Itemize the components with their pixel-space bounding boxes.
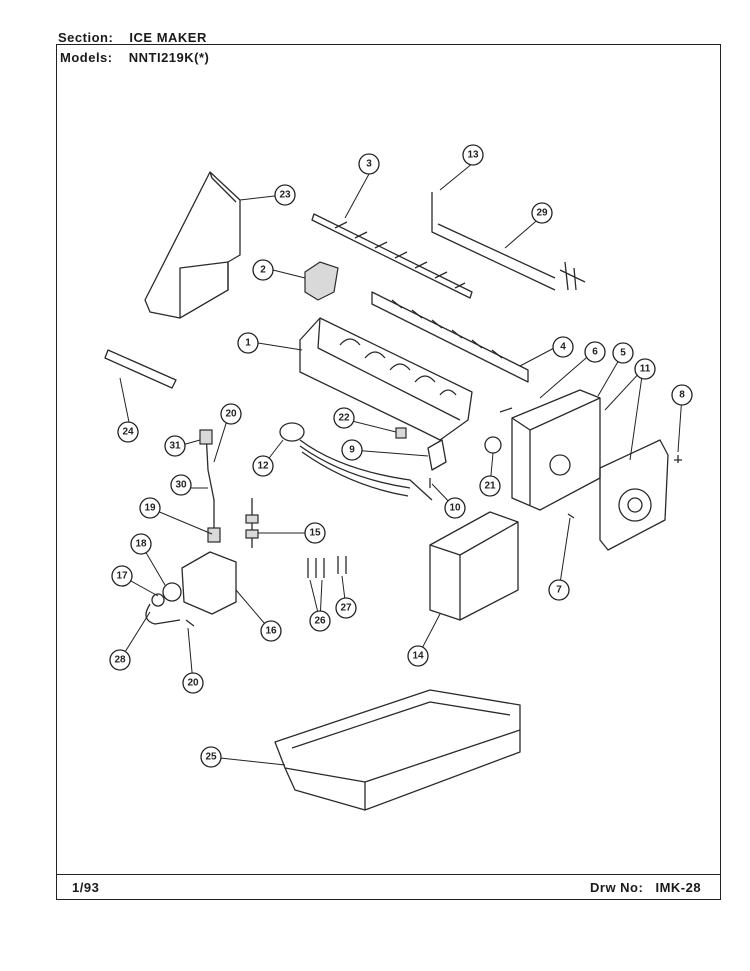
callout-8: 8 xyxy=(671,384,693,406)
svg-text:25: 25 xyxy=(205,752,217,763)
callout-3: 3 xyxy=(358,153,380,175)
svg-text:20: 20 xyxy=(187,678,199,689)
part-30-fill-tube xyxy=(199,429,221,543)
svg-text:29: 29 xyxy=(536,208,548,219)
callout-20-upper: 20 xyxy=(220,403,242,425)
part-14-cover-box xyxy=(429,511,519,621)
callout-group: 1 2 3 4 5 6 7 8 9 10 11 12 13 14 15 16 1… xyxy=(109,144,693,768)
section-label: Section: xyxy=(58,30,114,45)
callout-16: 16 xyxy=(260,620,282,642)
part-5-housing xyxy=(484,389,601,511)
drawing-number: IMK-28 xyxy=(655,880,702,895)
svg-text:2: 2 xyxy=(260,265,266,276)
svg-text:24: 24 xyxy=(122,427,134,438)
part-16-water-valve xyxy=(145,551,237,627)
callout-4: 4 xyxy=(552,336,574,358)
svg-text:15: 15 xyxy=(309,528,321,539)
callout-18: 18 xyxy=(130,533,152,555)
models-value: NNTI219K(*) xyxy=(128,50,210,65)
callout-23: 23 xyxy=(274,184,296,206)
callout-21: 21 xyxy=(479,475,501,497)
part-8-7-fasteners xyxy=(567,455,682,519)
section-header: Section: ICE MAKER xyxy=(58,30,207,45)
part-1-mold xyxy=(299,317,473,441)
svg-text:12: 12 xyxy=(257,461,269,472)
svg-text:1: 1 xyxy=(245,338,251,349)
svg-text:30: 30 xyxy=(175,480,187,491)
svg-text:16: 16 xyxy=(265,626,277,637)
callout-19: 19 xyxy=(139,497,161,519)
part-26-27-screws xyxy=(307,556,347,578)
footer-drawing: Drw No: IMK-28 xyxy=(590,880,701,895)
part-4-stripper xyxy=(371,291,529,383)
callout-10: 10 xyxy=(444,497,466,519)
svg-text:7: 7 xyxy=(556,585,562,596)
svg-text:3: 3 xyxy=(366,159,372,170)
svg-text:31: 31 xyxy=(169,441,181,452)
svg-text:10: 10 xyxy=(449,503,461,514)
part-23-shroud xyxy=(144,171,241,319)
svg-text:9: 9 xyxy=(349,445,355,456)
part-22-9-10-small-parts xyxy=(395,427,447,488)
callout-14: 14 xyxy=(407,645,429,667)
callout-30: 30 xyxy=(170,474,192,496)
callout-20-lower: 20 xyxy=(182,672,204,694)
section-value: ICE MAKER xyxy=(129,30,207,45)
svg-text:18: 18 xyxy=(135,539,147,550)
callout-12: 12 xyxy=(252,455,274,477)
svg-text:23: 23 xyxy=(279,190,291,201)
part-24-tube xyxy=(104,349,177,389)
callout-31: 31 xyxy=(164,435,186,457)
callout-7: 7 xyxy=(548,579,570,601)
svg-text:4: 4 xyxy=(560,342,566,353)
svg-text:26: 26 xyxy=(314,616,326,627)
callout-11: 11 xyxy=(634,358,656,380)
part-11-front-cover xyxy=(599,439,669,551)
callout-24: 24 xyxy=(117,421,139,443)
models-header: Models: NNTI219K(*) xyxy=(60,50,209,65)
part-13-29-shutoff-arm xyxy=(431,192,586,291)
callout-2: 2 xyxy=(252,259,274,281)
svg-text:6: 6 xyxy=(592,347,598,358)
callout-28: 28 xyxy=(109,649,131,671)
callout-15: 15 xyxy=(304,522,326,544)
svg-text:17: 17 xyxy=(116,571,128,582)
callout-26: 26 xyxy=(309,610,331,632)
svg-text:5: 5 xyxy=(620,348,626,359)
drawing-frame xyxy=(56,44,721,900)
footer-divider xyxy=(56,874,721,875)
callout-6: 6 xyxy=(584,341,606,363)
callout-25: 25 xyxy=(200,746,222,768)
svg-text:13: 13 xyxy=(467,150,479,161)
part-12-harness xyxy=(279,422,433,501)
svg-text:8: 8 xyxy=(679,390,685,401)
callout-29: 29 xyxy=(531,202,553,224)
part-25-ice-bin xyxy=(274,689,521,811)
part-15-connector xyxy=(245,498,259,548)
part-2-bracket xyxy=(304,261,339,301)
callout-17: 17 xyxy=(111,565,133,587)
callout-22: 22 xyxy=(333,407,355,429)
svg-text:20: 20 xyxy=(225,409,237,420)
callout-5: 5 xyxy=(612,342,634,364)
leader-lines xyxy=(119,162,683,766)
part-3-ejector xyxy=(311,213,473,299)
footer-date: 1/93 xyxy=(72,880,100,895)
models-label: Models: xyxy=(60,50,113,65)
svg-text:22: 22 xyxy=(338,413,350,424)
drawing-label: Drw No: xyxy=(590,880,644,895)
svg-text:19: 19 xyxy=(144,503,156,514)
callout-13: 13 xyxy=(462,144,484,166)
svg-text:14: 14 xyxy=(412,651,424,662)
svg-text:28: 28 xyxy=(114,655,126,666)
callout-1: 1 xyxy=(237,332,259,354)
svg-text:11: 11 xyxy=(640,364,651,375)
callout-27: 27 xyxy=(335,597,357,619)
callout-9: 9 xyxy=(341,439,363,461)
svg-text:21: 21 xyxy=(484,481,496,492)
svg-text:27: 27 xyxy=(340,603,352,614)
